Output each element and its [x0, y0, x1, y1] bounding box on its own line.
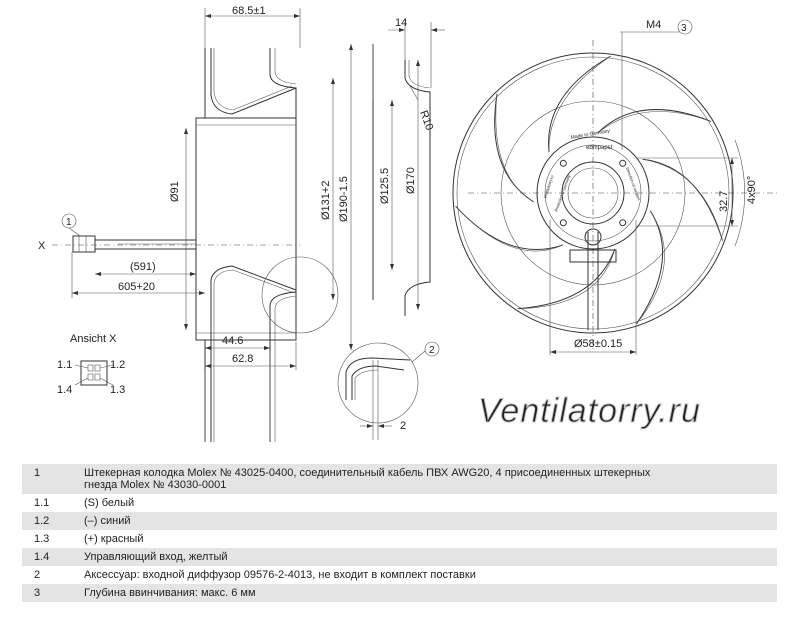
dim-d190: Ø190-1.5: [338, 176, 350, 222]
impeller-blade: [548, 55, 611, 153]
legend-code: 3: [22, 584, 78, 602]
mounting-holes: [559, 159, 627, 227]
dim-14: 14: [395, 17, 407, 29]
dim-r10: R10: [417, 109, 435, 132]
legend-text: Управляющий вход, желтый: [78, 548, 777, 566]
impeller-blade: [636, 210, 665, 325]
impeller-blade: [494, 93, 534, 203]
impeller-blade: [495, 93, 534, 203]
legend-text: Аксессуар: входной диффузор 09576-2-4013…: [78, 566, 777, 584]
dim-d125: Ø125.5: [379, 168, 391, 204]
note-2: 2: [429, 345, 435, 356]
legend-row: 1 Штекерная колодка Molex № 43025-0400, …: [22, 464, 777, 494]
side-view: [52, 8, 353, 442]
mounting-hole: [619, 219, 627, 227]
impeller-blade: [517, 248, 616, 310]
mounting-hole: [559, 219, 567, 227]
dim-32-7: 32.7: [718, 191, 730, 212]
note-1: 1: [66, 217, 72, 228]
legend-code: 2: [22, 566, 78, 584]
legend-row: 3 Глубина ввинчивания: макс. 6 мм: [22, 584, 777, 602]
impeller-blade: [597, 109, 712, 134]
dim-d91: Ø91: [169, 181, 181, 202]
hub-made-in: Made in Germany: [570, 128, 611, 141]
dim-d131: Ø131+2: [320, 181, 332, 220]
mounting-hole: [559, 159, 567, 167]
dim-d170: Ø170: [405, 167, 417, 194]
dim-591: (591): [130, 261, 156, 273]
legend-text-line: гнезда Molex № 43030-0001: [84, 479, 227, 491]
legend-row: 1.4 Управляющий вход, желтый: [22, 548, 777, 566]
legend-code: 1.3: [22, 530, 78, 548]
dim-62-8: 62.8: [232, 353, 253, 365]
legend-row: 1.3 (+) красный: [22, 530, 777, 548]
dim-68-5: 68.5±1: [232, 5, 266, 17]
diffuser-section: [337, 22, 445, 440]
dim-4x90: 4x90°: [746, 176, 758, 204]
pin-1-2: 1.2: [110, 359, 125, 371]
impeller-blade: [455, 205, 564, 251]
legend-row: 2 Аксессуар: входной диффузор 09576-2-40…: [22, 566, 777, 584]
note-3: 3: [681, 23, 687, 34]
hub-ventilatorry: Ventilatorry.ru: [542, 175, 554, 200]
impeller-blade: [636, 210, 664, 325]
dim-2: 2: [400, 420, 406, 432]
view-x-title: Ansicht X: [70, 333, 117, 345]
legend-row: 1.2 (–) синий: [22, 512, 777, 530]
mounting-hole: [619, 159, 627, 167]
legend-code: 1.4: [22, 548, 78, 566]
legend-text: Глубина ввинчивания: макс. 6 мм: [78, 584, 777, 602]
legend-text: (+) красный: [78, 530, 777, 548]
watermark: Ventilatorry.ru: [478, 392, 701, 430]
impeller-blade: [548, 55, 611, 153]
legend-text: (–) синий: [78, 512, 777, 530]
legend-text-line: Штекерная колодка Molex № 43025-0400, со…: [84, 467, 651, 479]
dim-44-6: 44.6: [222, 335, 243, 347]
pin-1-3: 1.3: [110, 384, 125, 396]
pin-1-4: 1.4: [57, 384, 72, 396]
front-view: [452, 19, 780, 355]
dim-d58: Ø58±0.15: [574, 338, 622, 350]
pin-1-1: 1.1: [57, 359, 72, 371]
hub-brand: ebmpapst: [586, 145, 613, 151]
impeller-blade: [517, 248, 616, 309]
dim-605: 605+20: [118, 281, 155, 293]
view-x-connector: [74, 360, 114, 386]
impeller-blades: [455, 55, 723, 325]
legend-table: 1 Штекерная колодка Molex № 43025-0400, …: [22, 464, 777, 602]
technical-drawing: 68.5±1 14 M4 3 R10 Ø91 Ø131+2 Ø190-1.5 Ø…: [38, 5, 780, 442]
dim-m4: M4: [646, 19, 661, 31]
legend-code: 1.2: [22, 512, 78, 530]
legend-code: 1.1: [22, 494, 78, 512]
legend-text: (S) белый: [78, 494, 777, 512]
legend-text: Штекерная колодка Molex № 43025-0400, со…: [78, 464, 777, 494]
legend-row: 1.1 (S) белый: [22, 494, 777, 512]
impeller-blade: [597, 111, 712, 134]
impeller-blade: [455, 206, 564, 252]
hub-direction: Direction of rotation: [625, 167, 642, 201]
legend-code: 1: [22, 464, 78, 494]
view-x-marker: X: [38, 240, 46, 252]
